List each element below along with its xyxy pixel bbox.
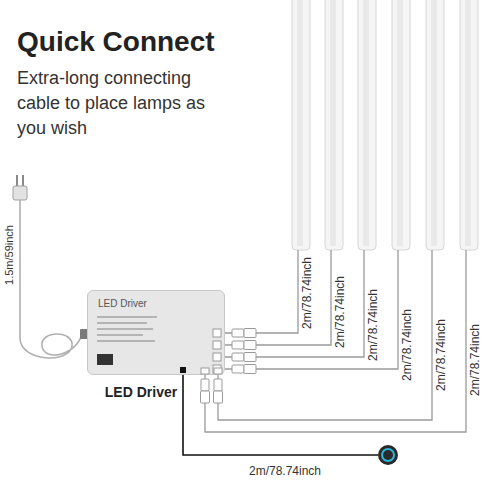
- socket: [232, 353, 244, 361]
- socket: [232, 341, 244, 349]
- lamp-bar: [426, 0, 444, 250]
- lamp-cable: [256, 250, 364, 357]
- lamp-cable: [256, 250, 331, 345]
- plug: [214, 391, 223, 403]
- cable-length: 2m/78.74inch: [367, 289, 379, 361]
- cable-length: 1.5m/59inch: [4, 225, 15, 285]
- fine-print: [97, 334, 143, 336]
- plug: [201, 391, 210, 403]
- lamp-cable: [256, 250, 298, 333]
- lamp-bar: [392, 0, 410, 250]
- port: [213, 341, 221, 349]
- title: Quick Connect: [17, 26, 215, 58]
- switch-port: [180, 367, 186, 373]
- cable-length: 2m/78.74inch: [435, 319, 447, 391]
- lamp-cables: [205, 250, 466, 432]
- port: [213, 353, 221, 361]
- dip-switch: [97, 354, 113, 365]
- plug: [244, 365, 256, 374]
- plug: [244, 329, 256, 338]
- lamp-bar: [460, 0, 478, 250]
- lamp-shade: [465, 0, 471, 246]
- fine-print: [97, 316, 157, 318]
- plug: [244, 341, 256, 350]
- switch-cable: [183, 375, 378, 455]
- port-lead: [205, 375, 218, 379]
- port-lead: [225, 333, 232, 369]
- lamp-shade: [330, 0, 336, 246]
- lamp-bar: [292, 0, 310, 250]
- port: [213, 365, 221, 373]
- lamp-bar: [325, 0, 343, 250]
- subtitle: Extra-long connecting cable to place lam…: [17, 66, 217, 142]
- port: [214, 368, 222, 374]
- cable-length: 2m/78.74inch: [301, 257, 313, 329]
- socket: [214, 379, 222, 391]
- lamp-cable: [218, 250, 432, 420]
- plug-body: [13, 186, 27, 200]
- lamp-cable: [256, 250, 398, 369]
- port: [201, 368, 209, 374]
- fine-print: [97, 328, 153, 330]
- lamp-shade: [297, 0, 303, 246]
- lamp-shade: [431, 0, 437, 246]
- socket: [232, 365, 244, 373]
- plug-prong: [22, 175, 24, 186]
- fine-print: [97, 340, 155, 342]
- cable-length: 2m/78.74inch: [249, 465, 321, 477]
- fine-print: [97, 322, 147, 324]
- power-plug: [13, 175, 88, 358]
- lamp-bar: [358, 0, 376, 250]
- device-label: LED Driver: [98, 298, 147, 309]
- switch: [183, 375, 398, 465]
- lamp-shade: [363, 0, 369, 246]
- cable-length: 2m/78.74inch: [469, 324, 481, 396]
- plug-prong: [16, 175, 18, 186]
- cable-length: 2m/78.74inch: [334, 276, 346, 348]
- lamp-cable: [205, 250, 466, 432]
- power-cable: [20, 200, 82, 358]
- switch-body: [378, 445, 398, 465]
- driver-box: LED DriverLED Driver: [87, 290, 225, 375]
- socket: [201, 379, 209, 391]
- lamp-shade: [397, 0, 403, 246]
- plug: [244, 353, 256, 362]
- cable-length: 2m/78.74inch: [401, 309, 413, 381]
- switch-ring: [382, 449, 394, 461]
- led-lamps: [292, 0, 478, 250]
- port: [213, 329, 221, 337]
- device-name: LED Driver: [105, 385, 177, 400]
- socket: [232, 329, 244, 337]
